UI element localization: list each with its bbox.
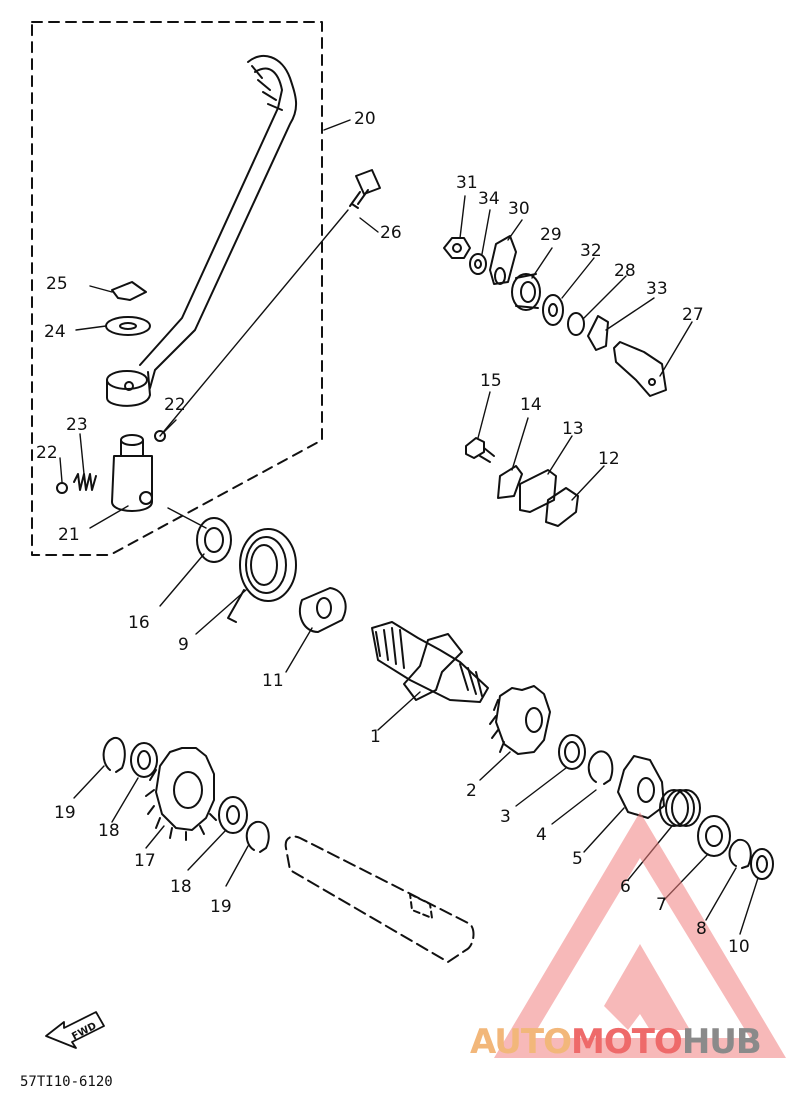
ratchet-5: [617, 755, 665, 819]
kick-axle-1: [371, 621, 489, 703]
callout-label: 23: [66, 415, 88, 435]
washer-18-top: [130, 742, 158, 778]
callout-label: 4: [536, 825, 547, 845]
shaft-27: [613, 341, 667, 397]
bolt-26: [349, 169, 381, 209]
callout-label: 3: [500, 807, 511, 827]
callout-label: 1: [370, 727, 381, 747]
callout-label: 31: [456, 173, 478, 193]
plate-13: [519, 469, 557, 513]
assembly-dashed-box: [31, 21, 323, 556]
clip-25: [111, 281, 147, 301]
nut-31: [443, 237, 471, 259]
callout-label: 14: [520, 395, 542, 415]
kick-lever: [106, 54, 297, 407]
callout-label: 13: [562, 419, 584, 439]
callout-label: 19: [210, 897, 232, 917]
callout-label: 21: [58, 525, 80, 545]
callout-label: 16: [128, 613, 150, 633]
washer-32: [542, 294, 564, 326]
kick-gear-2: [489, 685, 551, 755]
callout-label: 7: [656, 895, 667, 915]
callout-label: 18: [170, 877, 192, 897]
callout-label: 9: [178, 635, 189, 655]
callout-label: 10: [728, 937, 750, 957]
washer-3: [558, 734, 586, 770]
callout-label: 20: [354, 109, 376, 129]
bolt-15: [465, 437, 495, 463]
plate-12: [545, 487, 579, 527]
circlip-19-top: [102, 736, 126, 773]
leader-lines: [59, 119, 759, 935]
collar-11: [299, 587, 347, 633]
circlip-8: [728, 838, 752, 869]
callout-label: 19: [54, 803, 76, 823]
plate-14: [497, 465, 523, 499]
callout-label: 6: [620, 877, 631, 897]
clip-33: [587, 315, 609, 351]
circlip-4: [587, 750, 614, 785]
fwd-arrow: FWD: [45, 1011, 105, 1049]
callout-label: 5: [572, 849, 583, 869]
main-axle-shaft: [284, 835, 475, 963]
spring-23: [73, 473, 97, 491]
watermark-part-moto: MOTO: [570, 1022, 683, 1062]
ball-22-right: [154, 430, 166, 442]
callout-label: 22: [164, 395, 186, 415]
washer-34: [469, 253, 487, 275]
watermark-triangle-logo: [494, 812, 786, 1058]
callout-label: 27: [682, 305, 704, 325]
callout-label: 30: [508, 199, 530, 219]
callout-label: 17: [134, 851, 156, 871]
watermark-part-auto: AUTO: [470, 1022, 572, 1062]
ball-22-left: [56, 482, 68, 494]
callout-label: 25: [46, 274, 68, 294]
spring-6: [659, 789, 701, 827]
callout-label: 34: [478, 189, 500, 209]
callout-label: 32: [580, 241, 602, 261]
idle-gear-17: [145, 747, 217, 841]
washer-28: [567, 312, 585, 336]
callout-label: 33: [646, 279, 668, 299]
washer-24: [105, 316, 151, 336]
callout-label: 12: [598, 449, 620, 469]
callout-label: 15: [480, 371, 502, 391]
boss-21: [111, 434, 153, 512]
callout-labels: 1 2 3 4 5 6 7 8 10 9 11 12 13 14 15 16 1…: [36, 109, 750, 957]
callout-label: 26: [380, 223, 402, 243]
bracket-30: [489, 235, 517, 285]
oil-seal-16: [196, 517, 232, 563]
callout-label: 28: [614, 261, 636, 281]
callout-label: 11: [262, 671, 284, 691]
callout-label: 22: [36, 443, 58, 463]
callout-label: 18: [98, 821, 120, 841]
washer-10: [750, 848, 774, 880]
washer-18-bottom: [218, 796, 248, 834]
drawing-code: 57TI10-6120: [20, 1074, 113, 1090]
callout-label: 2: [466, 781, 477, 801]
callout-label: 8: [696, 919, 707, 939]
bearing-29: [511, 273, 541, 311]
washer-7: [697, 815, 731, 857]
circlip-19-bottom: [245, 820, 270, 853]
callout-label: 29: [540, 225, 562, 245]
callout-label: 24: [44, 322, 66, 342]
torsion-spring-9: [227, 528, 297, 623]
watermark-part-hub: HUB: [681, 1022, 762, 1062]
watermark-brand-text: AUTOMOTOHUB: [470, 1022, 762, 1062]
